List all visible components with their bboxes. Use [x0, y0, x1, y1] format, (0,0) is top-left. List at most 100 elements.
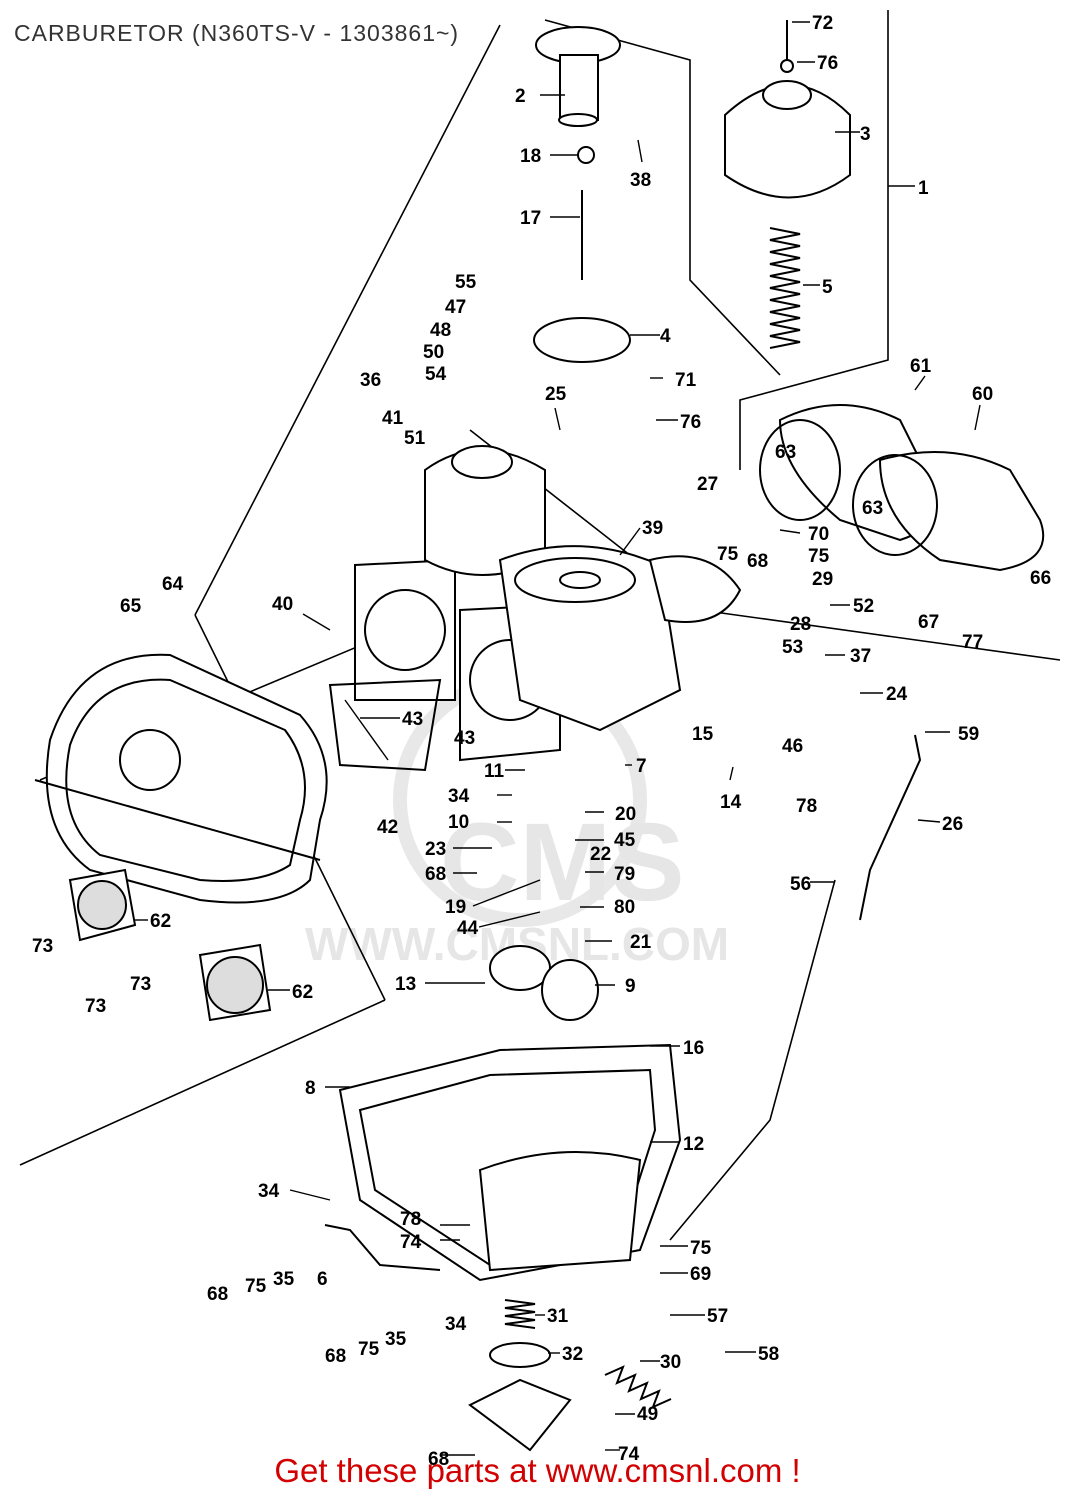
callout-72: 72 — [812, 13, 833, 34]
callout-7: 7 — [636, 756, 647, 777]
callout-55: 55 — [455, 272, 477, 293]
callout-5: 5 — [822, 277, 833, 298]
callout-40: 40 — [272, 594, 293, 615]
callout-63b: 63 — [862, 498, 883, 519]
callout-31: 31 — [547, 1306, 569, 1327]
callout-45: 45 — [614, 830, 636, 851]
callout-54: 54 — [425, 364, 447, 385]
callout-71: 71 — [675, 370, 697, 391]
parts — [34, 20, 1045, 1452]
callout-21: 21 — [630, 932, 652, 953]
callout-68a: 68 — [747, 551, 768, 572]
callout-22: 22 — [590, 844, 611, 865]
piston-part — [535, 26, 621, 280]
callout-20: 20 — [615, 804, 636, 825]
rod-part — [859, 734, 922, 921]
callout-46: 46 — [782, 736, 803, 757]
callout-73c: 73 — [85, 996, 106, 1017]
callout-64: 64 — [162, 574, 184, 595]
callout-12: 12 — [683, 1134, 704, 1155]
callout-15: 15 — [692, 724, 714, 745]
callout-73b: 73 — [130, 974, 151, 995]
callout-39: 39 — [642, 518, 663, 539]
callout-67: 67 — [918, 612, 939, 633]
buy-parts-link[interactable]: Get these parts at www.cmsnl.com ! — [274, 1452, 801, 1489]
float-part — [489, 945, 599, 1021]
callout-34c: 34 — [445, 1314, 467, 1335]
callout-17: 17 — [520, 208, 541, 229]
callouts: 72 76 3 1 5 4 2 18 17 38 55 47 48 50 54 … — [32, 13, 1051, 1470]
callout-69: 69 — [690, 1264, 711, 1285]
callout-32: 32 — [562, 1344, 583, 1365]
callout-42: 42 — [377, 817, 398, 838]
diagram-title: CARBURETOR (N360TS-V - 1303861~) — [14, 20, 460, 46]
callout-61: 61 — [910, 356, 932, 377]
air-cleaner-part — [34, 653, 328, 904]
callout-75c: 75 — [245, 1276, 267, 1297]
callout-51: 51 — [404, 428, 426, 449]
callout-30: 30 — [660, 1352, 681, 1373]
callout-26: 26 — [942, 814, 963, 835]
carb-body-part — [354, 445, 742, 762]
o-ring-part — [533, 317, 631, 363]
callout-25: 25 — [545, 384, 567, 405]
diaphragm-part — [489, 1342, 551, 1368]
callout-19: 19 — [445, 897, 466, 918]
callout-29: 29 — [812, 569, 833, 590]
callout-38: 38 — [630, 170, 651, 191]
callout-75d: 75 — [358, 1339, 380, 1360]
callout-63a: 63 — [775, 442, 796, 463]
callout-70: 70 — [808, 524, 829, 545]
callout-13: 13 — [395, 974, 416, 995]
callout-23: 23 — [425, 839, 446, 860]
callout-34a: 34 — [448, 786, 470, 807]
callout-59: 59 — [958, 724, 979, 745]
callout-75a: 75 — [717, 544, 739, 565]
callout-41: 41 — [382, 408, 404, 429]
callout-68e: 68 — [428, 1449, 449, 1470]
callout-58: 58 — [758, 1344, 779, 1365]
callout-24: 24 — [886, 684, 908, 705]
callout-10: 10 — [448, 812, 469, 833]
callout-76: 76 — [817, 53, 838, 74]
bottom-plate-part — [468, 1378, 572, 1452]
callout-3: 3 — [860, 124, 871, 145]
callout-35a: 35 — [273, 1269, 295, 1290]
callout-43a: 43 — [402, 709, 423, 730]
callout-60: 60 — [972, 384, 993, 405]
callout-14: 14 — [720, 792, 742, 813]
callout-37: 37 — [850, 646, 871, 667]
callout-76b: 76 — [680, 412, 701, 433]
dashpot-cover-part — [724, 20, 851, 199]
callout-56: 56 — [790, 874, 811, 895]
callout-68d: 68 — [325, 1346, 346, 1367]
callout-74b: 74 — [618, 1444, 640, 1465]
callout-2: 2 — [515, 86, 526, 107]
callout-68b: 68 — [425, 864, 446, 885]
callout-8: 8 — [305, 1078, 316, 1099]
callout-43b: 43 — [454, 728, 475, 749]
callout-35b: 35 — [385, 1329, 407, 1350]
callout-62a: 62 — [150, 911, 171, 932]
bolt-spring-part — [604, 1365, 672, 1409]
callout-78a: 78 — [796, 796, 817, 817]
callout-34b: 34 — [258, 1181, 280, 1202]
gasket-part — [328, 678, 442, 772]
screen-part — [68, 868, 272, 1022]
callout-48: 48 — [430, 320, 451, 341]
callout-66: 66 — [1030, 568, 1051, 589]
callout-44: 44 — [457, 918, 479, 939]
intake-elbow-part — [759, 404, 1045, 572]
callout-4: 4 — [660, 326, 671, 347]
leader-lines — [135, 21, 981, 1456]
callout-68c: 68 — [207, 1284, 228, 1305]
callout-73a: 73 — [32, 936, 53, 957]
callout-78b: 78 — [400, 1209, 421, 1230]
callout-9: 9 — [625, 976, 636, 997]
spring-part — [769, 227, 801, 349]
callout-16: 16 — [683, 1038, 704, 1059]
callout-80: 80 — [614, 897, 635, 918]
callout-36: 36 — [360, 370, 381, 391]
callout-52: 52 — [853, 596, 874, 617]
callout-62b: 62 — [292, 982, 313, 1003]
